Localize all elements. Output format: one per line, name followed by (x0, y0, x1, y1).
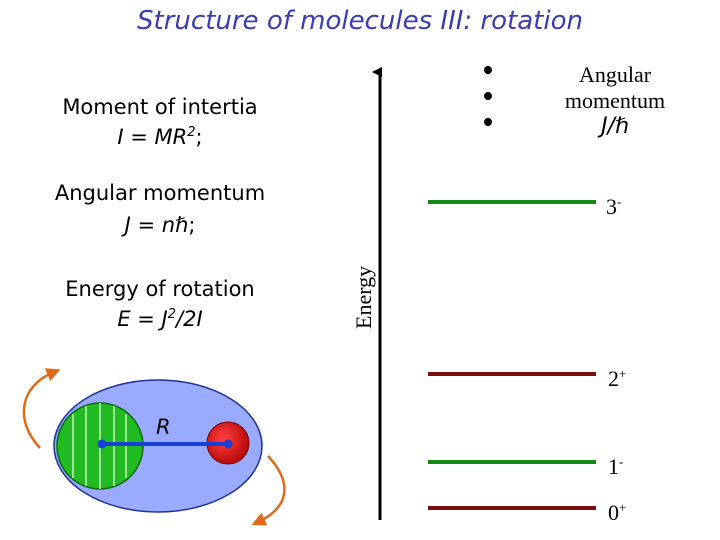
level-2-label: 2+ (608, 366, 626, 392)
level-0-parity: + (619, 500, 626, 515)
level-1-parity: - (619, 454, 623, 469)
continuation-dot (484, 118, 492, 126)
continuation-dot (484, 66, 492, 74)
bond-endpoint (98, 440, 107, 449)
level-1-number: 1 (608, 454, 619, 479)
rotation-arrow-left (24, 372, 54, 448)
level-1-label: 1- (608, 454, 623, 480)
level-3-label: 3- (606, 194, 621, 220)
level-0-number: 0 (608, 500, 619, 525)
rotation-arrow-right (258, 456, 284, 522)
level-3-number: 3 (606, 194, 617, 219)
bond-endpoint (224, 440, 233, 449)
level-3-parity: - (617, 194, 621, 209)
level-0-label: 0+ (608, 500, 626, 526)
energy-axis-label: Energy (351, 266, 376, 329)
level-2-parity: + (619, 366, 626, 381)
continuation-dot (484, 92, 492, 100)
bond-length-label: R (156, 415, 171, 439)
level-2-number: 2 (608, 366, 619, 391)
